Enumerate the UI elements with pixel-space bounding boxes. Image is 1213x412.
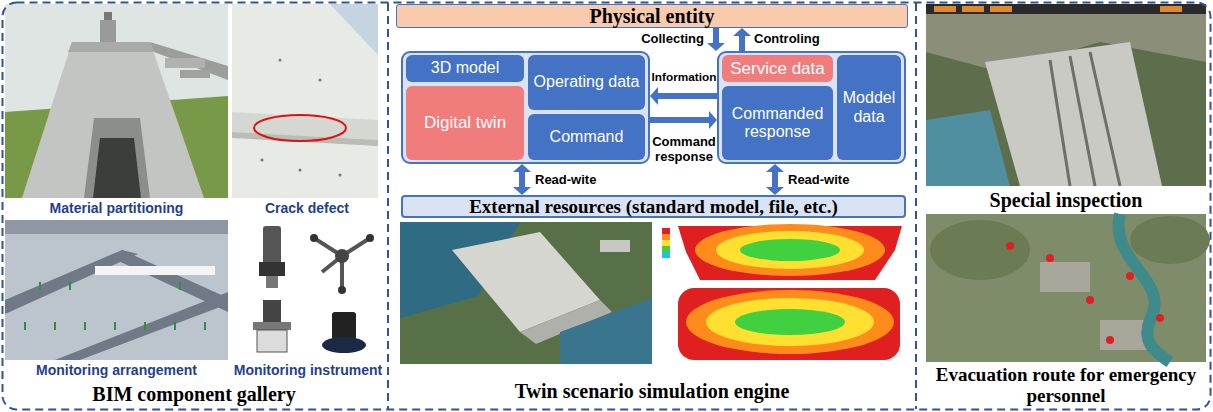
contour-plot xyxy=(658,222,905,364)
node-text: Digital twin xyxy=(424,113,506,133)
connector-arrow xyxy=(513,164,531,195)
connector-arrow xyxy=(707,28,725,51)
edge-label: Read-wite xyxy=(788,172,868,187)
evacuation-map xyxy=(926,214,1210,362)
node-text: External resources (standard model, file… xyxy=(469,197,838,216)
process-box: Command xyxy=(528,114,645,160)
entity-container: Service dataCommanded response Moddel dat… xyxy=(717,51,906,164)
highlight-box: Service data xyxy=(722,55,833,82)
crack-defect-illustration xyxy=(232,4,378,198)
connector-arrow xyxy=(766,164,784,195)
node-text: Physical entity xyxy=(590,6,715,26)
connector-arrow xyxy=(650,111,717,129)
entity-bar: Physical entity xyxy=(396,4,908,28)
node-text: Commanded response xyxy=(726,105,829,142)
highlight-box: Digital twin xyxy=(406,86,524,160)
image-caption: Material partitioning xyxy=(5,200,228,217)
process-box: 3D model xyxy=(406,55,524,82)
connector-arrow xyxy=(733,28,751,51)
dam-model-illustration xyxy=(5,4,228,198)
node-text: Command xyxy=(550,128,624,146)
edge-label: Collecting xyxy=(626,31,704,46)
panel-divider xyxy=(387,3,389,409)
resource-band: External resources (standard model, file… xyxy=(401,195,906,218)
panel-title: Twin scenario simulation engine xyxy=(396,380,908,402)
process-box: Operating data xyxy=(528,55,645,110)
edge-label: Controling xyxy=(754,31,834,46)
node-text: Moddel data xyxy=(841,89,897,126)
panel-divider xyxy=(915,3,917,409)
image-caption: Monitoring arrangement xyxy=(5,362,228,379)
aerial-dam-illustration xyxy=(400,222,652,364)
panel-title: Special inspection xyxy=(922,189,1210,211)
inspection-scene xyxy=(926,4,1206,186)
dashed-frame xyxy=(3,3,1211,410)
image-caption: Monitoring instrument xyxy=(232,362,384,379)
edge-label: Command response xyxy=(651,134,717,164)
instrument-icons xyxy=(232,220,378,360)
process-box: Moddel data xyxy=(837,55,901,160)
twin-container: 3D modelOperating dataDigital twinComman… xyxy=(401,51,650,164)
edge-label: Read-wite xyxy=(535,172,615,187)
panel-title: BIM component gallery xyxy=(5,383,383,405)
node-text: 3D model xyxy=(431,59,499,77)
connector-arrow xyxy=(650,87,717,105)
image-caption: Crack defect xyxy=(232,200,382,217)
edge-label: Information xyxy=(651,70,717,85)
panel-title: Evacuation route for emergency personnel xyxy=(922,364,1210,406)
node-text: Operating data xyxy=(534,73,640,91)
monitoring-layout-illustration xyxy=(5,220,228,360)
node-text: Service data xyxy=(730,59,825,79)
process-box: Commanded response xyxy=(722,86,833,160)
